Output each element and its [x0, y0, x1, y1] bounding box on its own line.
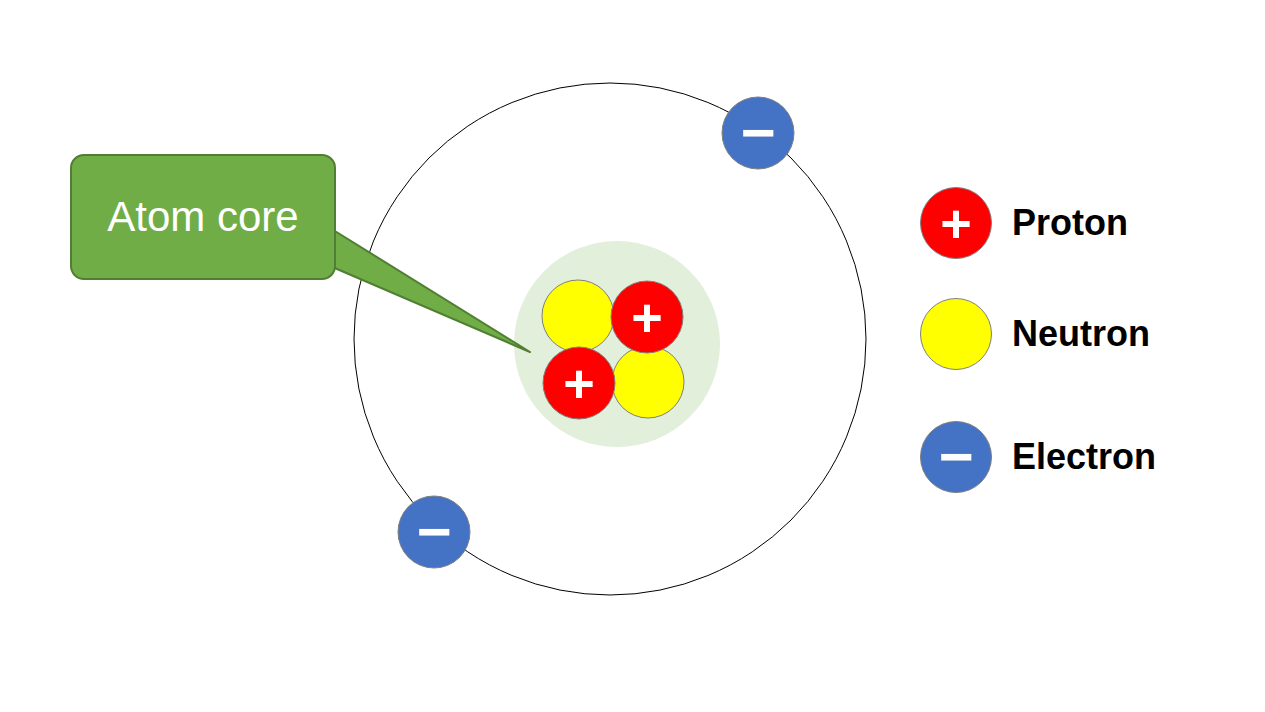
legend-label: Electron [1012, 436, 1156, 478]
charge-symbol: + [542, 346, 616, 420]
legend-label: Proton [1012, 202, 1128, 244]
legend-swatch [920, 298, 992, 370]
particle-fill [611, 281, 683, 353]
charge-symbol: − [721, 96, 795, 170]
charge-symbol: + [610, 280, 684, 354]
electron-particle: − [397, 495, 471, 569]
nucleus-region [514, 241, 720, 447]
callout-box: Atom core [70, 154, 336, 280]
neutron [542, 280, 614, 352]
callout-label: Atom core [107, 193, 298, 241]
neutron [612, 346, 684, 418]
legend-label: Neutron [1012, 313, 1150, 355]
charge-symbol: − [397, 495, 471, 569]
proton-particle: + [542, 346, 616, 420]
legend-charge-symbol: + [920, 187, 992, 259]
legend-entry: Neutron [920, 298, 1150, 370]
particle-fill [543, 347, 615, 419]
callout-pointer [330, 228, 530, 352]
particle-fill [722, 97, 794, 169]
electron-orbit [354, 83, 866, 595]
electron-particle: − [721, 96, 795, 170]
particle-fill [398, 496, 470, 568]
proton-particle: + [610, 280, 684, 354]
legend-charge-symbol: − [920, 421, 992, 493]
